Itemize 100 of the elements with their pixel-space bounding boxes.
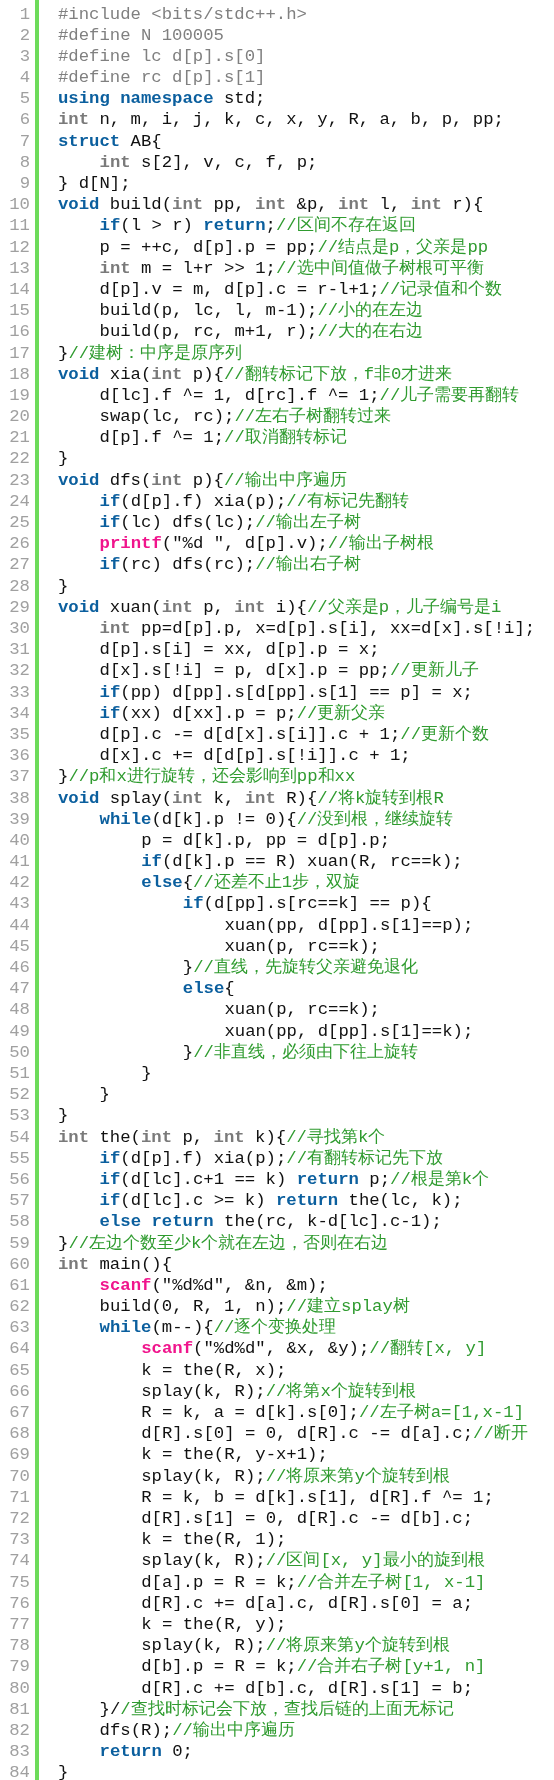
- line-number: 50: [8, 1041, 30, 1063]
- code-line: void xia(int p){//翻转标记下放，f非0才进来: [58, 363, 453, 385]
- line-number: 73: [8, 1529, 30, 1551]
- line-number: 40: [8, 829, 30, 852]
- line-number: 26: [8, 533, 30, 555]
- line-number: 52: [8, 1084, 30, 1106]
- line-number: 70: [8, 1465, 30, 1487]
- line-number: 35: [8, 723, 30, 746]
- line-number: 62: [8, 1296, 30, 1318]
- code-line: using namespace std;: [58, 88, 266, 110]
- code-line: }//直线，先旋转父亲避免退化: [182, 957, 418, 979]
- line-number: 55: [8, 1147, 30, 1169]
- line-number: 63: [8, 1317, 30, 1339]
- line-number: 69: [8, 1444, 30, 1466]
- line-number: 44: [8, 914, 30, 936]
- line-number: 49: [8, 1020, 30, 1042]
- line-number: 71: [8, 1486, 30, 1508]
- code-line: xuan(p, rc==k);: [224, 999, 380, 1021]
- line-number: 79: [8, 1656, 30, 1678]
- line-number: 65: [8, 1359, 30, 1381]
- code-line: int main(){: [58, 1253, 173, 1275]
- line-number: 21: [8, 427, 30, 449]
- code-line: splay(k, R);//区间[x, y]最小的旋到根: [141, 1550, 485, 1572]
- line-number: 53: [8, 1105, 30, 1127]
- code-line: #define rc d[p].s[1]: [58, 67, 266, 89]
- line-number: 6: [18, 109, 30, 131]
- code-line: else{//还差不止1步，双旋: [141, 872, 361, 894]
- line-number: 45: [8, 935, 30, 958]
- line-number: 8: [18, 151, 30, 173]
- line-number: 33: [8, 681, 30, 703]
- line-number: 57: [8, 1190, 30, 1212]
- code-line: }//左边个数至少k个就在左边，否则在右边: [58, 1232, 389, 1254]
- line-number: 51: [8, 1063, 30, 1085]
- code-line: R = k, b = d[k].s[1], d[R].f ^= 1;: [141, 1486, 494, 1508]
- line-number: 22: [8, 448, 30, 470]
- line-number: 15: [8, 300, 30, 322]
- line-number: 77: [8, 1613, 30, 1636]
- line-number: 58: [8, 1211, 30, 1233]
- line-number: 43: [8, 893, 30, 915]
- code-line: d[p].c -= d[d[x].s[i]].c + 1;//更新个数: [99, 723, 490, 746]
- code-line: struct AB{: [58, 130, 162, 152]
- code-line: }: [99, 1084, 110, 1106]
- line-number: 31: [8, 639, 30, 661]
- code-line: }: [58, 448, 69, 470]
- line-number: 12: [8, 236, 30, 258]
- line-number: 18: [8, 363, 30, 385]
- line-number: 82: [8, 1719, 30, 1742]
- line-number: 23: [8, 469, 30, 491]
- line-number: 16: [8, 321, 30, 343]
- code-line: p = ++c, d[p].p = pp;//结点是p，父亲是pp: [99, 236, 489, 258]
- line-number: 78: [8, 1635, 30, 1657]
- line-number: 47: [8, 978, 30, 1000]
- code-line: d[a].p = R = k;//合并左子树[1, x-1]: [141, 1571, 486, 1593]
- line-number: 5: [18, 88, 30, 110]
- code-line: splay(k, R);//将原来第y个旋转到根: [141, 1635, 450, 1657]
- line-number: 24: [8, 490, 30, 513]
- code-line: void build(int pp, int &p, int l, int r){: [58, 194, 484, 216]
- line-number: 60: [8, 1253, 30, 1275]
- code-line: int pp=d[p].p, x=d[p].s[i], xx=d[x].s[!i];: [99, 618, 536, 640]
- code-line: swap(lc, rc);//左右子树翻转过来: [99, 406, 392, 428]
- code-line: }//非直线，必须由下往上旋转: [182, 1041, 418, 1063]
- code-line: d[b].p = R = k;//合并右子树[y+1, n]: [141, 1656, 486, 1678]
- code-line: }//建树：中序是原序列: [58, 342, 243, 364]
- line-number: 36: [8, 745, 30, 767]
- code-line: if(pp) d[pp].s[d[pp].s[1] == p] = x;: [99, 681, 473, 703]
- code-line: #define N 100005: [58, 24, 224, 46]
- line-number: 59: [8, 1232, 30, 1254]
- line-number: 64: [8, 1338, 30, 1360]
- line-number: 83: [8, 1741, 30, 1763]
- code-line: if(d[pp].s[rc==k] == p){: [182, 893, 432, 915]
- code-line: k = the(R, y-x+1);: [141, 1444, 328, 1466]
- code-line: #define lc d[p].s[0]: [58, 45, 266, 68]
- line-number: 81: [8, 1698, 30, 1720]
- line-number: 14: [8, 278, 30, 301]
- code-line: }//查找时标记会下放，查找后链的上面无标记: [99, 1698, 454, 1720]
- code-line: int n, m, i, j, k, c, x, y, R, a, b, p, pp;: [58, 109, 504, 131]
- code-line: void splay(int k, int R){//将k旋转到根R: [58, 787, 444, 809]
- line-number: 48: [8, 999, 30, 1021]
- line-number: 41: [8, 851, 30, 873]
- line-number: 46: [8, 957, 30, 979]
- code-line: if(d[lc].c+1 == k) return p;//根是第k个: [99, 1168, 490, 1191]
- line-number: 28: [8, 575, 30, 597]
- code-line: }: [141, 1063, 152, 1085]
- code-line: dfs(R);//输出中序遍历: [99, 1719, 295, 1742]
- code-line: #include <bits/stdc++.h>: [58, 3, 307, 25]
- code-line: void xuan(int p, int i){//父亲是p，儿子编号是i: [58, 596, 502, 618]
- line-number: 80: [8, 1677, 30, 1699]
- code-line: splay(k, R);//将原来第y个旋转到根: [141, 1465, 450, 1487]
- code-line: build(0, R, 1, n);//建立splay树: [99, 1296, 410, 1318]
- code-line: R = k, a = d[k].s[0];//左子树a=[1,x-1]: [141, 1402, 525, 1424]
- line-number: 11: [8, 215, 30, 237]
- code-line: d[p].v = m, d[p].c = r-l+1;//记录值和个数: [99, 278, 503, 301]
- code-line: }: [58, 1105, 69, 1127]
- line-number: 3: [18, 45, 30, 68]
- code-line: } d[N];: [58, 173, 131, 195]
- line-number: 76: [8, 1592, 30, 1614]
- code-line: d[R].c += d[b].c, d[R].s[1] = b;: [141, 1677, 474, 1699]
- line-number: 61: [8, 1274, 30, 1297]
- line-number: 39: [8, 808, 30, 830]
- line-number: 56: [8, 1168, 30, 1191]
